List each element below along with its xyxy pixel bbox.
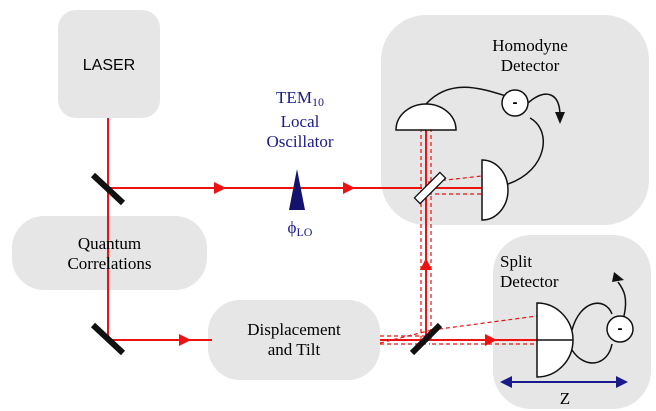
homodyne-subtractor-sign: - [512,94,518,111]
split-detector-label: Split Detector [500,252,590,292]
homodyne-output-arrowhead [555,112,565,124]
split-label-line1: Split [500,252,533,271]
mirror-lower-right [409,322,443,356]
split-subtractor [606,315,634,343]
phase-label: ϕLO [275,218,325,242]
split-output-arrowhead [612,272,624,282]
beam-tilted-dash [379,329,433,344]
homodyne-wire-right [507,117,544,185]
split-wire-lower [571,343,613,364]
mirror-lower-left [90,322,126,356]
split-output-arrow [617,281,627,317]
split-wire-upper [571,302,613,331]
beam-to-split-dash-1 [431,315,538,331]
mirror-upper-left [90,172,126,206]
displacement-label-line2: and Tilt [267,340,321,359]
quantum-label-line1: Quantum [77,234,142,253]
local-oscillator-label: TEM10 Local Oscillator [255,88,345,152]
lo-mode-label: TEM10 [255,88,345,112]
phase-subscript: LO [296,225,313,239]
quantum-label-line2: Correlations [67,254,152,273]
homodyne-label-line1: Homodyne [492,36,568,55]
laser-box [58,10,160,118]
split-subtractor-sign: - [617,320,623,337]
lo-label-line2: Local [280,112,320,131]
displacement-tilt-label: Displacement and Tilt [208,320,380,360]
z-axis-arrowhead-left [500,376,512,388]
phase-symbol: ϕ [287,218,297,237]
phase-shifter-marker [289,169,305,210]
quantum-correlations-box [12,216,207,290]
homodyne-wire-top [425,86,507,105]
lo-mode-subscript: 10 [311,95,324,109]
lo-mode-text: TEM [276,88,312,107]
laser-label: LASER [82,57,136,74]
displacement-label-line1: Displacement [247,320,341,339]
homodyne-output-arrow [527,93,561,117]
beamsplitter [413,171,447,205]
displacement-tilt-box [208,300,380,380]
split-label-line2: Detector [500,272,559,291]
homodyne-top-photodiode [395,103,457,131]
z-axis-label: Z [559,389,571,408]
lo-label-line3: Oscillator [266,132,334,151]
z-axis-arrowhead-right [616,376,628,388]
quantum-correlations-label: Quantum Correlations [12,234,207,274]
split-detector-box [493,235,651,409]
homodyne-label-line2: Detector [500,56,560,75]
homodyne-detector-box [381,15,649,225]
homodyne-label: Homodyne Detector [470,36,590,76]
homodyne-right-photodiode [481,159,509,221]
